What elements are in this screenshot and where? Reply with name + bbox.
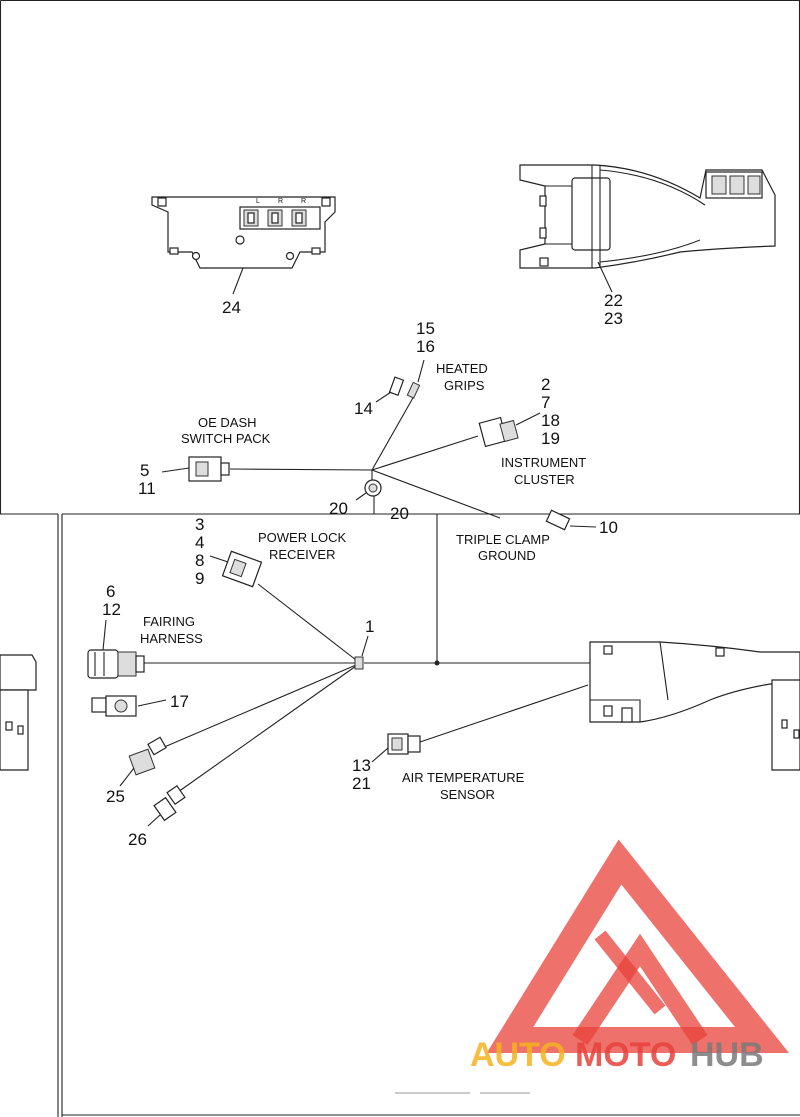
callout-24: 24 xyxy=(222,298,241,317)
splice-part xyxy=(354,656,364,670)
harness-body-fragment xyxy=(589,641,800,771)
leader-2 xyxy=(515,412,541,426)
callout-3: 3 xyxy=(195,515,204,534)
callout-14: 14 xyxy=(354,399,373,418)
callout-11: 11 xyxy=(138,479,156,498)
callout-20-cut: 20 xyxy=(390,504,409,523)
caption-fairing-1: FAIRING xyxy=(143,614,195,629)
callout-9: 9 xyxy=(195,569,204,588)
connector-25-part xyxy=(128,736,167,776)
grommet-part xyxy=(364,479,382,497)
callout-10: 10 xyxy=(599,518,618,537)
heated-grips-connector-part xyxy=(388,376,421,399)
caption-power-lock-1: POWER LOCK xyxy=(258,530,346,545)
caption-instrument-2: CLUSTER xyxy=(514,472,575,487)
caption-heated-grips-2: GRIPS xyxy=(444,378,485,393)
connector-cap-part xyxy=(91,695,137,717)
watermark-logo: AUTO MOTO HUB xyxy=(470,839,790,1074)
switch-letter-r2: R xyxy=(301,198,306,205)
upper-harness-branches xyxy=(229,395,501,530)
callout-8: 8 xyxy=(195,551,204,570)
caption-fairing-2: HARNESS xyxy=(140,631,203,646)
callout-13: 13 xyxy=(352,756,371,775)
triple-clamp-cover-part xyxy=(519,164,776,269)
leader-6 xyxy=(102,619,107,651)
switch-pack-bracket-part: L R R xyxy=(151,196,336,269)
leader-20 xyxy=(355,492,367,501)
callout-5: 5 xyxy=(140,461,149,480)
leader-22 xyxy=(597,261,613,293)
watermark-text-moto: MOTO xyxy=(575,1036,676,1074)
callout-1: 1 xyxy=(365,617,374,636)
instrument-cluster-connector-part xyxy=(478,416,519,448)
watermark-text-auto: AUTO xyxy=(470,1036,566,1074)
leader-5 xyxy=(161,467,190,473)
leader-15 xyxy=(417,359,425,383)
leader-3 xyxy=(209,555,229,563)
callout-16: 16 xyxy=(416,337,435,356)
caption-power-lock-2: RECEIVER xyxy=(269,547,335,562)
callout-23: 23 xyxy=(604,309,623,328)
leader-10 xyxy=(569,525,597,528)
callout-7: 7 xyxy=(541,393,550,412)
caption-triple-clamp-1: TRIPLE CLAMP xyxy=(456,532,550,547)
caption-instrument-1: INSTRUMENT xyxy=(501,455,586,470)
callout-4: 4 xyxy=(195,533,204,552)
caption-triple-clamp-2: GROUND xyxy=(478,548,536,563)
callout-6: 6 xyxy=(106,582,115,601)
leader-24 xyxy=(232,267,244,295)
callout-2: 2 xyxy=(541,375,550,394)
leader-17 xyxy=(137,699,167,707)
callout-20: 20 xyxy=(329,499,348,518)
main-harness-branches xyxy=(144,530,592,793)
switch-letter-l: L xyxy=(256,198,260,205)
leader-25 xyxy=(119,767,135,787)
caption-oe-dash-1: OE DASH xyxy=(198,415,257,430)
leader-13 xyxy=(371,747,389,763)
caption-air-temp-1: AIR TEMPERATURE xyxy=(402,770,525,785)
caption-heated-grips-1: HEATED xyxy=(436,361,488,376)
air-temp-sensor-part xyxy=(387,733,421,755)
connector-26-part xyxy=(153,784,186,822)
callout-15: 15 xyxy=(416,319,435,338)
callout-22: 22 xyxy=(604,291,623,310)
triple-clamp-ground-part xyxy=(545,509,571,531)
callout-12: 12 xyxy=(102,600,121,619)
callout-18: 18 xyxy=(541,411,560,430)
callout-19: 19 xyxy=(541,429,560,448)
callout-17: 17 xyxy=(170,692,189,711)
oe-dash-connector-part xyxy=(188,456,230,482)
callout-25: 25 xyxy=(106,787,125,806)
fairing-harness-connector-part xyxy=(87,649,145,679)
leader-1 xyxy=(361,635,369,657)
caption-oe-dash-2: SWITCH PACK xyxy=(181,431,271,446)
power-lock-connector-part xyxy=(221,550,263,588)
callout-21: 21 xyxy=(352,774,371,793)
caption-air-temp-2: SENSOR xyxy=(440,787,495,802)
switch-letter-r1: R xyxy=(278,198,283,205)
watermark-text-hub: HUB xyxy=(690,1036,764,1074)
callout-26: 26 xyxy=(128,830,147,849)
leader-26 xyxy=(147,814,161,827)
leader-14 xyxy=(375,391,392,403)
left-panel-fragment xyxy=(0,654,37,771)
